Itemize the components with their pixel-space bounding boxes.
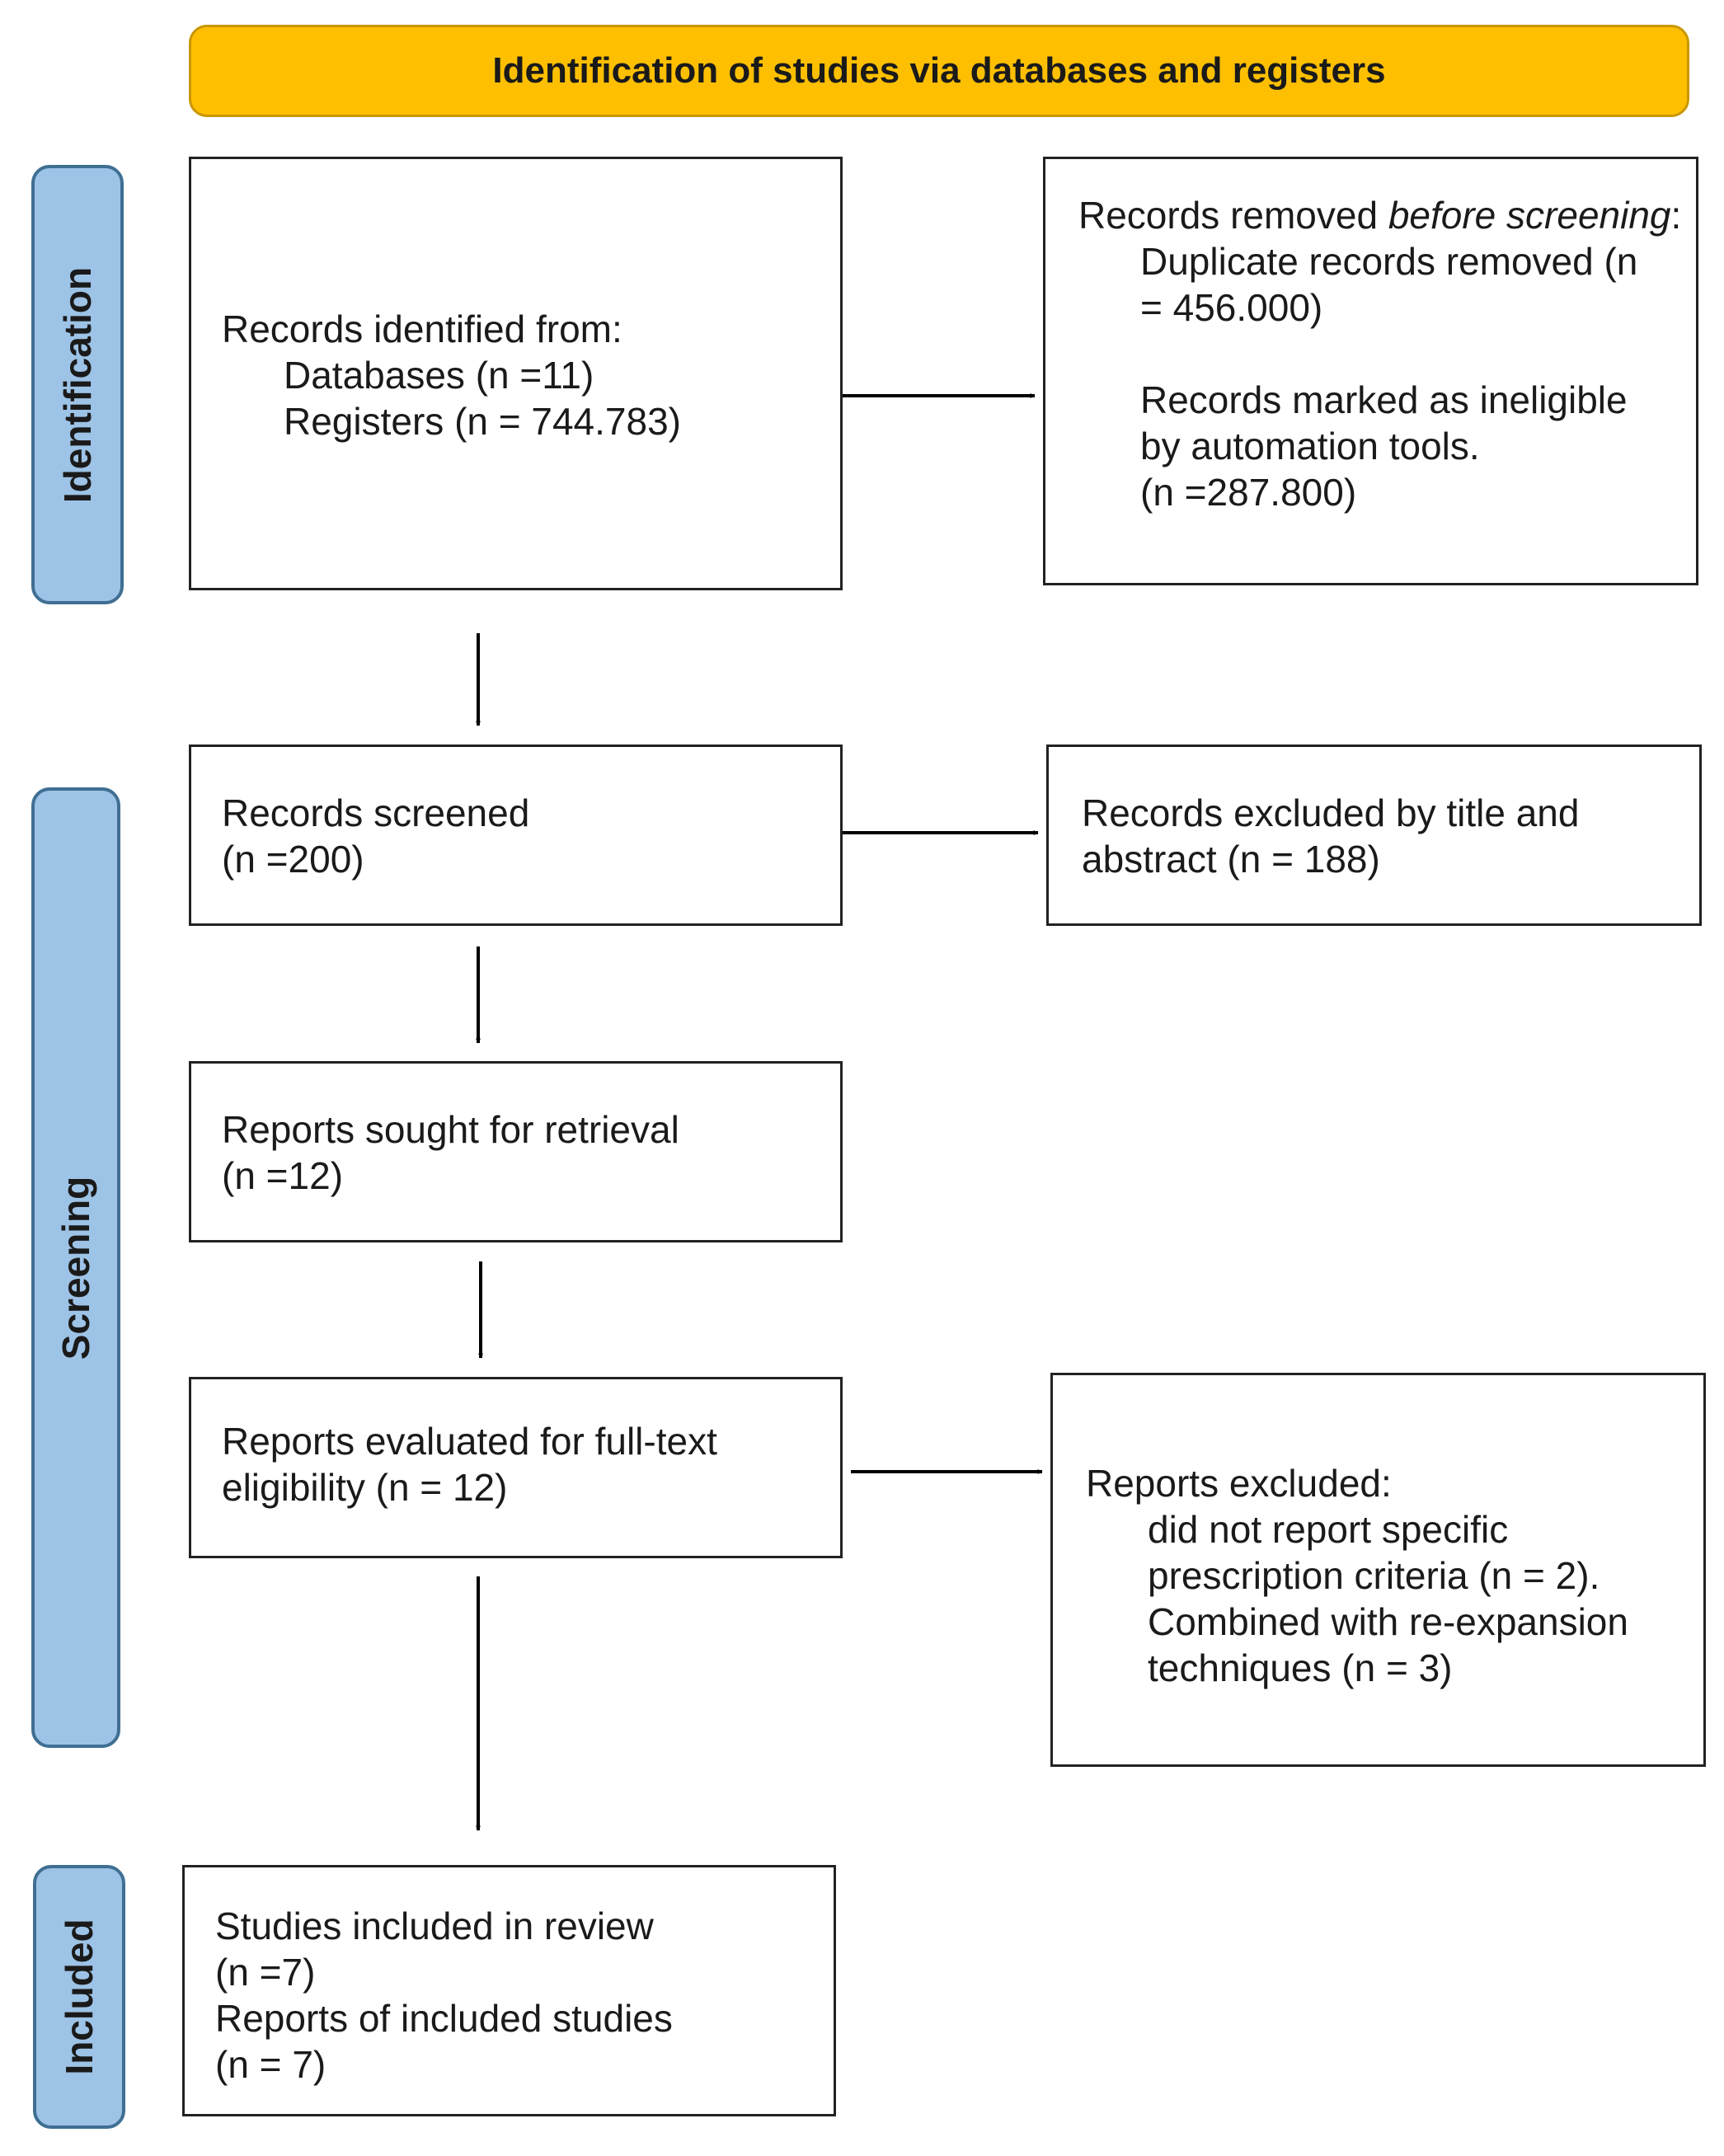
records-excluded-line1: Records excluded by title and bbox=[1082, 791, 1580, 834]
records-removed-heading-em: before screening bbox=[1388, 194, 1671, 237]
records-excluded-line2: abstract (n = 188) bbox=[1082, 838, 1380, 881]
reports-sought-line1: Reports sought for retrieval bbox=[222, 1108, 679, 1151]
studies-included-line2: (n =7) bbox=[215, 1951, 316, 1994]
identification-banner: Identification of studies via databases … bbox=[189, 25, 1689, 117]
ineligible-line3: (n =287.800) bbox=[1140, 471, 1357, 514]
reports-evaluated-box: Reports evaluated for full-text eligibil… bbox=[189, 1377, 843, 1558]
reports-evaluated-line1: Reports evaluated for full-text bbox=[222, 1420, 717, 1463]
reports-evaluated-line2: eligibility (n = 12) bbox=[222, 1466, 508, 1509]
reports-excluded-heading: Reports excluded: bbox=[1086, 1462, 1392, 1505]
ineligible-line1: Records marked as ineligible bbox=[1140, 378, 1628, 421]
reports-excluded-line4: techniques (n = 3) bbox=[1148, 1646, 1453, 1689]
records-screened-box: Records screened (n =200) bbox=[189, 745, 843, 926]
reports-excluded-line2: prescription criteria (n = 2). bbox=[1148, 1554, 1600, 1597]
studies-included-line1: Studies included in review bbox=[215, 1905, 654, 1947]
records-removed-heading-end: : bbox=[1670, 194, 1682, 237]
stage-identification: Identification bbox=[31, 165, 124, 604]
studies-included-box: Studies included in review (n =7) Report… bbox=[182, 1865, 836, 2116]
records-identified-box: Records identified from: Databases (n =1… bbox=[189, 157, 843, 590]
stage-screening: Screening bbox=[31, 787, 120, 1748]
duplicates-line1: Duplicate records removed (n bbox=[1140, 240, 1638, 283]
records-screened-line1: Records screened bbox=[222, 791, 530, 834]
duplicates-line2: = 456.000) bbox=[1140, 286, 1323, 329]
records-removed-box: Records removed before screening: Duplic… bbox=[1043, 157, 1698, 585]
studies-included-line4: (n = 7) bbox=[215, 2043, 326, 2086]
records-removed-heading-em-text: before screening bbox=[1388, 194, 1671, 237]
studies-included-line3: Reports of included studies bbox=[215, 1997, 673, 2040]
reports-excluded-box: Reports excluded: did not report specifi… bbox=[1050, 1373, 1706, 1767]
reports-excluded-line3: Combined with re-expansion bbox=[1148, 1600, 1628, 1643]
stage-included: Included bbox=[33, 1865, 125, 2129]
banner-title: Identification of studies via databases … bbox=[492, 50, 1386, 91]
ineligible-line2: by automation tools. bbox=[1140, 425, 1480, 467]
reports-sought-box: Reports sought for retrieval (n =12) bbox=[189, 1061, 843, 1242]
records-removed-heading: Records removed before screening: bbox=[1078, 192, 1696, 238]
reports-sought-line2: (n =12) bbox=[222, 1154, 344, 1197]
registers-count: Registers (n = 744.783) bbox=[284, 400, 681, 443]
records-removed-heading-start: Records removed bbox=[1078, 194, 1388, 237]
reports-excluded-line1: did not report specific bbox=[1148, 1508, 1509, 1551]
records-excluded-box: Records excluded by title and abstract (… bbox=[1046, 745, 1702, 926]
records-identified-heading: Records identified from: bbox=[222, 308, 622, 350]
databases-count: Databases (n =11) bbox=[284, 354, 594, 397]
records-screened-line2: (n =200) bbox=[222, 838, 364, 881]
